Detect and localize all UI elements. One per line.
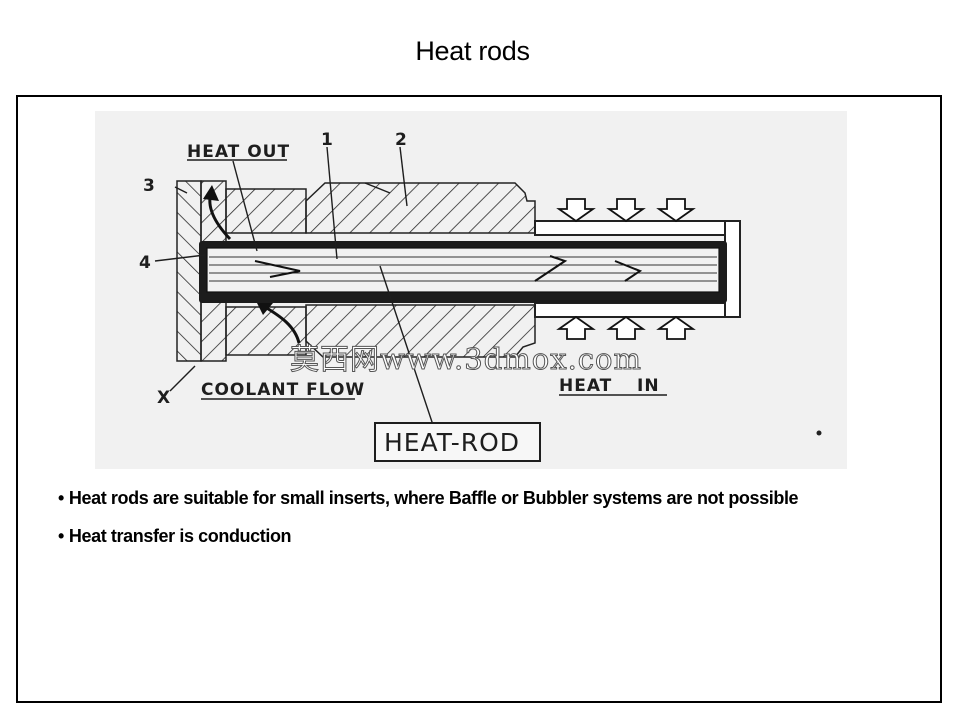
label-heat-rod: HEAT-ROD bbox=[384, 428, 520, 457]
bullet-text: Heat rods are suitable for small inserts… bbox=[68, 488, 799, 508]
bullet-list: •Heat rods are suitable for small insert… bbox=[58, 488, 938, 564]
slide-title: Heat rods bbox=[415, 36, 530, 66]
heat-in-arrows-bottom bbox=[556, 315, 696, 340]
mold-insert bbox=[305, 182, 536, 358]
molded-part bbox=[534, 220, 741, 318]
heat-rod bbox=[199, 241, 727, 303]
label-heat-out: HEAT OUT bbox=[187, 142, 290, 162]
internal-flow-arrows bbox=[254, 255, 643, 282]
leader-lines bbox=[154, 146, 436, 432]
heat-out-arrow bbox=[203, 185, 232, 241]
bullet-item: •Heat rods are suitable for small insert… bbox=[58, 488, 938, 509]
heat-rod-callout-box bbox=[374, 422, 541, 462]
label-coolant-flow: COOLANT FLOW bbox=[201, 380, 365, 400]
coolant-flow-arrow bbox=[257, 303, 301, 344]
coolant-block bbox=[225, 188, 307, 356]
bullet-text: Heat transfer is conduction bbox=[68, 526, 292, 546]
watermark: 莫西网www.3dmox.com bbox=[290, 342, 642, 376]
label-heat: HEAT bbox=[559, 376, 612, 396]
bullet-marker: • bbox=[58, 488, 64, 508]
bullet-item: •Heat transfer is conduction bbox=[58, 526, 938, 547]
label-part-3: 3 bbox=[143, 176, 156, 196]
label-part-2: 2 bbox=[395, 130, 408, 150]
heat-in-arrows-top bbox=[556, 198, 696, 223]
heat-rod-diagram: HEAT OUT 1 2 3 4 X COOLANT FLOW HEAT IN … bbox=[95, 111, 847, 469]
label-part-1: 1 bbox=[321, 130, 334, 150]
bullet-marker: • bbox=[58, 526, 64, 546]
label-in: IN bbox=[637, 376, 660, 396]
label-part-4: 4 bbox=[139, 253, 152, 273]
stray-dot bbox=[816, 430, 822, 436]
label-x: X bbox=[157, 388, 171, 408]
